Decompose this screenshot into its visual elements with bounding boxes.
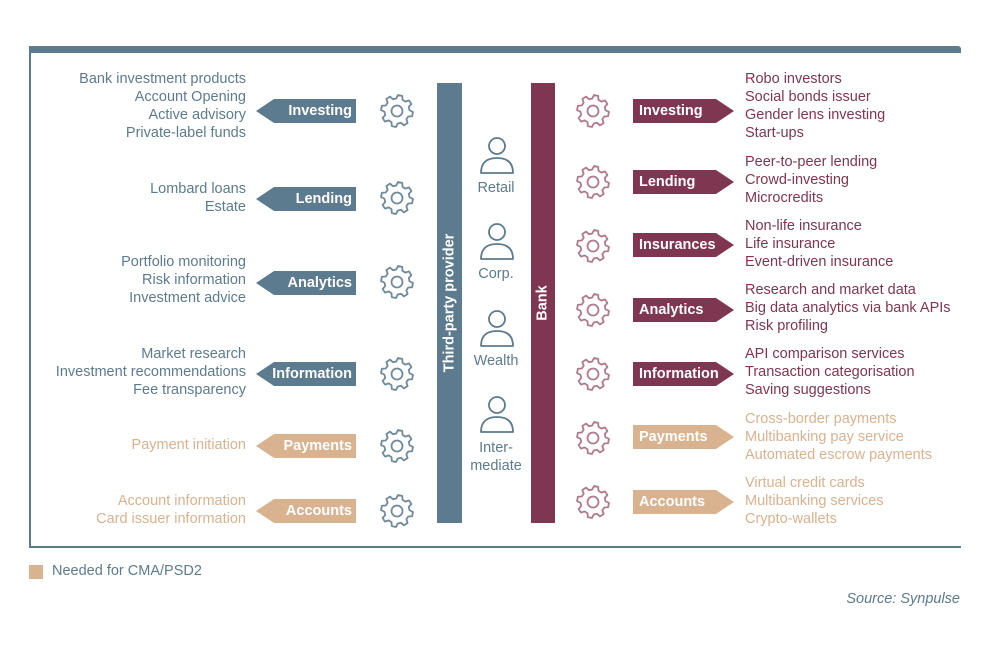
gear-icon [576, 94, 610, 128]
list-item: Investment advice [129, 290, 246, 306]
client-label-line: Corp. [478, 266, 514, 282]
list-item: Gender lens investing [745, 107, 886, 123]
right-tag-lending: Lending [633, 170, 734, 194]
frame-top-border [29, 46, 961, 53]
list-item: Multibanking pay service [745, 429, 904, 445]
legend-label: Needed for CMA/PSD2 [52, 563, 202, 579]
right-lending-items: Peer-to-peer lending Crowd-investing Mic… [745, 153, 877, 207]
list-item: Automated escrow payments [745, 447, 932, 463]
gear-icon [380, 181, 414, 215]
list-item: Private-label funds [125, 125, 246, 141]
client-label-corp: Corp. [461, 265, 531, 283]
person-icon [480, 396, 514, 433]
left-information-items: Market research Investment recommendatio… [56, 345, 246, 399]
gear-icon [380, 494, 414, 528]
client-label-line: Inter- [479, 440, 513, 456]
list-item: Cross-border payments [745, 411, 897, 427]
person-icon [480, 310, 514, 347]
list-item: Risk profiling [745, 318, 828, 334]
gear-icon [380, 357, 414, 391]
client-label-line: Retail [477, 180, 515, 196]
third-party-provider-label: Third-party provider [441, 233, 458, 373]
left-tag-payments: Payments [256, 434, 356, 458]
bank-label: Bank [535, 285, 551, 321]
left-investing-items: Bank investment products Account Opening… [79, 70, 246, 142]
left-analytics-items: Portfolio monitoring Risk information In… [121, 253, 246, 307]
gear-icon [380, 265, 414, 299]
list-item: Robo investors [745, 71, 842, 87]
client-label-intermediate: Inter- mediate [461, 439, 531, 475]
bank-bar: Bank [531, 83, 555, 523]
list-item: Card issuer information [96, 511, 246, 527]
client-label-line: Wealth [473, 353, 519, 369]
list-item: Microcredits [745, 190, 824, 206]
right-tag-investing: Investing [633, 99, 734, 123]
right-payments-items: Cross-border payments Multibanking pay s… [745, 410, 932, 464]
list-item: Estate [204, 199, 246, 215]
list-item: Multibanking services [745, 493, 884, 509]
client-label-retail: Retail [461, 179, 531, 197]
right-investing-items: Robo investors Social bonds issuer Gende… [745, 70, 885, 142]
list-item: Crypto-wallets [745, 511, 837, 527]
list-item: Risk information [142, 272, 246, 288]
right-tag-analytics: Analytics [633, 298, 734, 322]
person-icon [480, 223, 514, 260]
gear-icon [380, 429, 414, 463]
list-item: Research and market data [745, 282, 916, 298]
list-item: API comparison services [745, 346, 905, 362]
left-tag-lending: Lending [256, 187, 356, 211]
right-information-items: API comparison services Transaction cate… [745, 345, 915, 399]
left-tag-analytics: Analytics [256, 271, 356, 295]
list-item: Investment recommendations [55, 364, 246, 380]
third-party-provider-bar: Third-party provider [437, 83, 462, 523]
client-label-wealth: Wealth [461, 352, 531, 370]
person-icon [480, 137, 514, 174]
left-accounts-items: Account information Card issuer informat… [96, 492, 246, 528]
list-item: Account Opening [134, 89, 246, 105]
list-item: Big data analytics via bank APIs [745, 300, 951, 316]
list-item: Transaction categorisation [745, 364, 915, 380]
list-item: Event-driven insurance [745, 254, 894, 270]
left-lending-items: Lombard loans Estate [150, 180, 246, 216]
list-item: Peer-to-peer lending [745, 154, 878, 170]
list-item: Active advisory [148, 107, 246, 123]
source-note: Source: Synpulse [846, 591, 960, 607]
list-item: Portfolio monitoring [121, 254, 246, 270]
right-analytics-items: Research and market data Big data analyt… [745, 281, 951, 335]
gear-icon [576, 165, 610, 199]
left-tag-investing: Investing [256, 99, 356, 123]
right-tag-insurances: Insurances [633, 233, 734, 257]
gear-icon [576, 485, 610, 519]
gear-icon [380, 94, 414, 128]
list-item: Bank investment products [79, 71, 246, 87]
legend-swatch [29, 565, 43, 579]
list-item: Account information [117, 493, 246, 509]
list-item: Crowd-investing [745, 172, 849, 188]
list-item: Non-life insurance [745, 218, 862, 234]
list-item: Fee transparency [133, 382, 246, 398]
right-accounts-items: Virtual credit cards Multibanking servic… [745, 474, 884, 528]
frame-left-border [29, 46, 31, 548]
left-tag-accounts: Accounts [256, 499, 356, 523]
gear-icon [576, 229, 610, 263]
left-tag-information: Information [256, 362, 356, 386]
right-tag-payments: Payments [633, 425, 734, 449]
list-item: Life insurance [745, 236, 836, 252]
left-payments-items: Payment initiation [132, 436, 246, 454]
right-insurances-items: Non-life insurance Life insurance Event-… [745, 217, 893, 271]
frame-bottom-border [29, 546, 961, 548]
list-item: Lombard loans [150, 181, 246, 197]
list-item: Start-ups [745, 125, 804, 141]
right-tag-accounts: Accounts [633, 490, 734, 514]
list-item: Market research [141, 346, 246, 362]
list-item: Payment initiation [131, 437, 246, 453]
list-item: Social bonds issuer [745, 89, 871, 105]
right-tag-information: Information [633, 362, 734, 386]
list-item: Virtual credit cards [745, 475, 865, 491]
list-item: Saving suggestions [745, 382, 871, 398]
client-label-line: mediate [470, 458, 522, 474]
gear-icon [576, 421, 610, 455]
gear-icon [576, 357, 610, 391]
gear-icon [576, 293, 610, 327]
